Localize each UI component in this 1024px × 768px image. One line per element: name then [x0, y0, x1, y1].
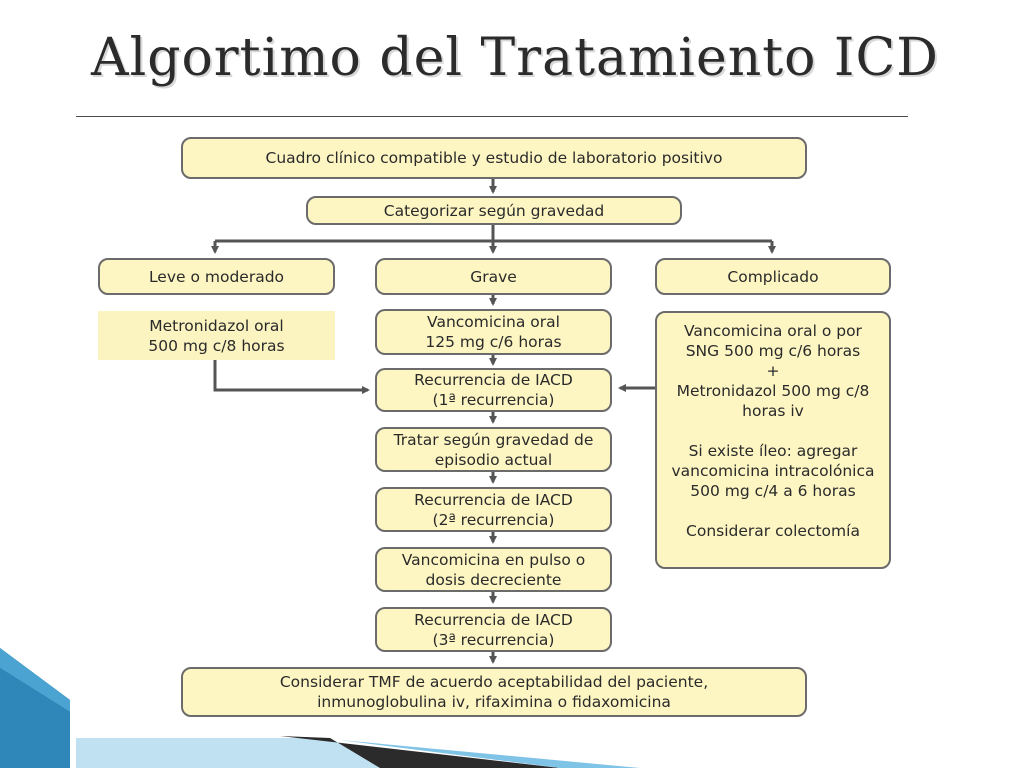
- mild-treatment-box: Metronidazol oral 500 mg c/8 horas: [98, 311, 335, 360]
- recurrence-1-box: Recurrencia de IACD (1ª recurrencia): [375, 368, 612, 412]
- severe-treatment-text: Vancomicina oral 125 mg c/6 horas: [425, 313, 562, 351]
- mild-label: Leve o moderado: [148, 267, 285, 286]
- title-divider: [76, 116, 908, 117]
- mild-box: Leve o moderado: [98, 258, 335, 295]
- recurrence-1-text: Recurrencia de IACD (1ª recurrencia): [414, 371, 573, 409]
- complicated-box: Complicado: [655, 258, 891, 295]
- recurrence-2-box: Recurrencia de IACD (2ª recurrencia): [375, 487, 612, 532]
- treat-by-severity-box: Tratar según gravedad de episodio actual: [375, 427, 612, 472]
- severe-box: Grave: [375, 258, 612, 295]
- recurrence-3-text: Recurrencia de IACD (3ª recurrencia): [414, 610, 573, 649]
- start-box: Cuadro clínico compatible y estudio de l…: [181, 137, 807, 179]
- arrow-mild-to-rec1: [213, 360, 370, 394]
- recurrence-3-box: Recurrencia de IACD (3ª recurrencia): [375, 607, 612, 652]
- final-text: Considerar TMF de acuerdo aceptabilidad …: [279, 673, 709, 711]
- final-box: Considerar TMF de acuerdo aceptabilidad …: [181, 667, 807, 717]
- severe-treatment-box: Vancomicina oral 125 mg c/6 horas: [375, 309, 612, 355]
- complicated-label: Complicado: [727, 267, 819, 286]
- start-text: Cuadro clínico compatible y estudio de l…: [265, 149, 723, 167]
- pulse-text: Vancomicina en pulso o dosis decreciente: [401, 550, 586, 589]
- slide-title: Algortimo del Tratamiento ICD: [91, 28, 939, 88]
- categorize-text: Categorizar según gravedad: [383, 201, 605, 220]
- pulse-box: Vancomicina en pulso o dosis decreciente: [375, 547, 612, 592]
- complicated-treatment-text: Vancomicina oral o por SNG 500 mg c/6 ho…: [671, 322, 875, 540]
- treat-by-severity-text: Tratar según gravedad de episodio actual: [393, 430, 594, 469]
- severe-label: Grave: [470, 267, 517, 286]
- categorize-box: Categorizar según gravedad: [306, 196, 682, 225]
- complicated-treatment-box: Vancomicina oral o por SNG 500 mg c/6 ho…: [655, 311, 891, 569]
- mild-treatment-text: Metronidazol oral 500 mg c/8 horas: [148, 316, 285, 355]
- recurrence-2-text: Recurrencia de IACD (2ª recurrencia): [414, 490, 573, 529]
